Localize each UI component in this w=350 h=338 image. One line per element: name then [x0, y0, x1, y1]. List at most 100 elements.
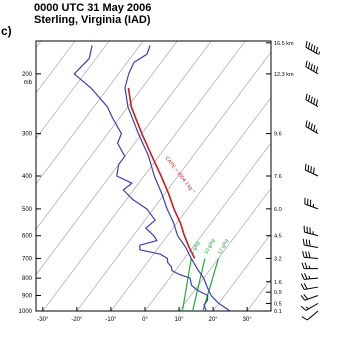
wind-barb-flag — [310, 123, 313, 130]
wind-barb-flag — [310, 96, 313, 103]
wind-barb-half-flag — [305, 306, 309, 310]
pressure-tick-label: 300 — [22, 132, 33, 138]
wind-barb-flag — [305, 60, 308, 67]
wind-barb — [304, 197, 319, 210]
wind-barb — [301, 262, 318, 270]
wind-barb-staff — [304, 256, 319, 259]
wind-barb-flag — [308, 239, 311, 247]
wind-barb-flag — [315, 99, 319, 106]
wind-barb — [302, 238, 319, 249]
wind-barb-flag — [300, 283, 305, 290]
isotherm-line — [178, 187, 271, 311]
wind-barb-flag — [313, 65, 316, 72]
wind-barb-flag — [304, 273, 308, 280]
wind-barb — [300, 293, 319, 301]
wind-barb-flag — [305, 93, 308, 100]
isotherm-line — [36, 41, 76, 94]
wind-barb-flag — [304, 262, 308, 269]
isotherm-line — [144, 142, 271, 311]
height-tick-label: 7.6 — [274, 174, 282, 180]
mixing-ratio-line — [192, 258, 206, 311]
temperature-tick-label: 20° — [209, 317, 219, 323]
wind-barb-flag — [308, 251, 311, 258]
pressure-tick-label: 1000 — [19, 309, 33, 315]
isotherm-group — [0, 41, 350, 311]
wind-barb — [300, 283, 319, 290]
isotherm-line — [281, 41, 350, 311]
height-tick-label: 12.3 km — [274, 72, 294, 78]
wind-barb-flag — [307, 42, 311, 49]
height-tick-label: 9.6 — [274, 132, 282, 138]
height-tick-label: 4.5 — [274, 234, 282, 240]
wind-barb-staff — [304, 277, 319, 280]
wind-barb-half-flag — [308, 265, 311, 269]
wind-barb — [303, 225, 319, 237]
wind-barb — [300, 303, 319, 311]
wind-barb-half-flag — [318, 51, 320, 55]
wind-barb-flag — [310, 166, 312, 173]
mixing-ratio-line — [181, 258, 192, 311]
wind-barb-flag — [310, 43, 313, 51]
wind-barb-flag — [302, 238, 305, 246]
height-tick-label: 1.6 — [274, 280, 282, 286]
isotherm-line — [212, 233, 271, 311]
wind-barb-flag — [305, 239, 308, 246]
wind-barb-flag — [301, 273, 305, 280]
chart-title: 0000 UTC 31 May 2006 Sterling, Virginia … — [34, 2, 151, 26]
height-tick-label: 0.9 — [274, 290, 282, 296]
height-tick-label: 3.2 — [274, 256, 282, 262]
wind-barb-staff — [305, 303, 319, 311]
wind-barb-flag — [315, 66, 319, 73]
wind-barb-flag — [312, 167, 315, 174]
wind-barb — [305, 40, 320, 55]
isotherm-line — [76, 51, 271, 311]
temperature-line — [124, 45, 231, 311]
mixing-ratio-label: 12 g/kg — [217, 238, 230, 255]
wind-barb-staff — [304, 244, 319, 249]
pressure-tick-label: 800 — [22, 276, 33, 282]
wind-barb-flag — [303, 283, 308, 290]
wind-barb-flag — [307, 94, 311, 102]
isotherm-line — [315, 41, 350, 311]
wind-barb-staff — [304, 286, 319, 290]
isotherm-line — [246, 278, 271, 311]
wind-barb-staff — [304, 203, 319, 210]
wind-barb-flag — [305, 120, 308, 127]
plot-frame — [35, 40, 272, 312]
mixing-ratio-label: 10 g/kg — [203, 238, 216, 255]
pressure-axis-label: mb — [24, 80, 33, 86]
wind-barb — [301, 273, 319, 280]
title-line-1: 0000 UTC 31 May 2006 — [34, 2, 152, 14]
isotherm-line — [42, 41, 246, 311]
height-tick-label: 16.5 km — [274, 41, 294, 47]
temperature-tick-label: -10° — [105, 317, 117, 323]
isotherm-line — [0, 41, 7, 311]
wind-barb-flag — [305, 40, 308, 48]
wind-barb-flag — [300, 295, 306, 301]
wind-barb — [305, 60, 319, 75]
wind-barb-flag — [307, 165, 310, 172]
wind-barb-flag — [307, 121, 311, 129]
wind-barb-flag — [313, 45, 316, 52]
height-tick-label: 6.0 — [274, 207, 282, 213]
isotherm-line — [36, 41, 144, 185]
wind-barb-staff — [304, 295, 319, 301]
wind-barb-staff — [305, 169, 319, 177]
mixing-ratio-label: 8 g/kg — [190, 240, 202, 255]
wind-barb-half-flag — [315, 129, 318, 133]
wind-barb-flag — [313, 97, 316, 105]
title-line-2: Sterling, Virginia (IAD) — [34, 14, 151, 26]
wind-barb-flag — [307, 62, 311, 69]
wind-barb-flag — [313, 124, 316, 132]
wind-barb-flag — [303, 293, 309, 300]
pressure-tick-label: 700 — [22, 256, 33, 262]
wind-barb — [301, 310, 319, 321]
temperature-tick-label: -20° — [71, 317, 83, 323]
panel-label: c) — [1, 24, 12, 38]
dewpoint-line — [73, 45, 209, 311]
isotherm-line — [110, 97, 271, 311]
pressure-tick-label: 600 — [22, 234, 33, 240]
height-tick-label: 0.1 — [274, 309, 282, 315]
wind-barb — [305, 120, 319, 135]
